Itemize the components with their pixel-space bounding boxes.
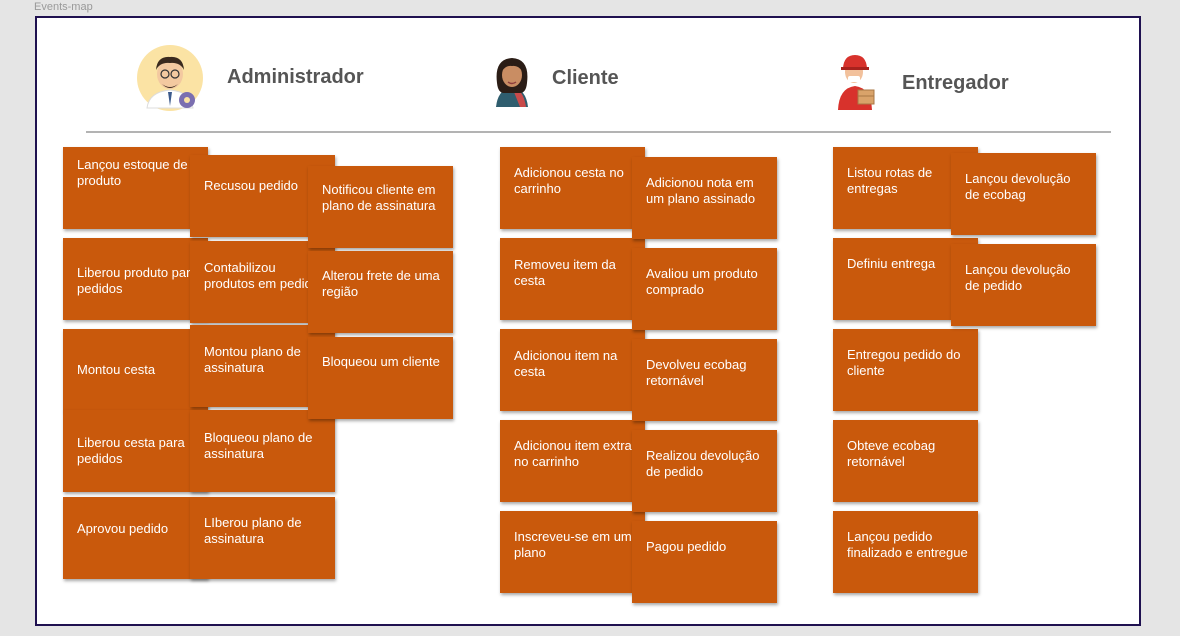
event-note[interactable]: Montou cesta (63, 329, 208, 411)
event-note[interactable]: Lançou devolução de ecobag (951, 153, 1096, 235)
header-divider (86, 131, 1111, 133)
event-note[interactable]: Inscreveu-se em um plano (500, 511, 645, 593)
event-note[interactable]: Alterou frete de uma região (308, 251, 453, 333)
event-note[interactable]: Adicionou nota em um plano assinado (632, 157, 777, 239)
event-note[interactable]: Pagou pedido (632, 521, 777, 603)
client-avatar-icon (496, 58, 528, 107)
event-note[interactable]: Lançou pedido finalizado e entregue (833, 511, 978, 593)
event-note[interactable]: Adicionou cesta no carrinho (500, 147, 645, 229)
event-note[interactable]: Lançou estoque de produto (63, 147, 208, 229)
event-note[interactable]: Entregou pedido do cliente (833, 329, 978, 411)
event-note[interactable]: Bloqueou um cliente (308, 337, 453, 419)
event-note[interactable]: Notificou cliente em plano de assinatura (308, 166, 453, 248)
deliveryman-avatar-icon (838, 55, 875, 110)
event-note[interactable]: Avaliou um produto comprado (632, 248, 777, 330)
event-note[interactable]: LIberou plano de assinatura (190, 497, 335, 579)
event-note[interactable]: Devolveu ecobag retornável (632, 339, 777, 421)
event-note[interactable]: Lançou devolução de pedido (951, 244, 1096, 326)
event-note[interactable]: Adicionou item na cesta (500, 329, 645, 411)
event-note[interactable]: Obteve ecobag retornável (833, 420, 978, 502)
admin-avatar-icon (137, 45, 203, 111)
actor-title-administrador: Administrador (227, 66, 364, 88)
event-note[interactable]: Realizou devolução de pedido (632, 430, 777, 512)
actor-title-entregador: Entregador (902, 72, 1009, 94)
event-note[interactable]: Adicionou item extra no carrinho (500, 420, 645, 502)
event-note[interactable]: Aprovou pedido (63, 497, 208, 579)
event-note[interactable]: Liberou cesta para pedidos (63, 410, 208, 492)
event-note[interactable]: Bloqueou plano de assinatura (190, 410, 335, 492)
event-note[interactable]: Liberou produto para pedidos (63, 238, 208, 320)
event-note[interactable]: Removeu item da cesta (500, 238, 645, 320)
frame-label: Events-map (34, 1, 93, 13)
actor-title-cliente: Cliente (552, 67, 619, 89)
